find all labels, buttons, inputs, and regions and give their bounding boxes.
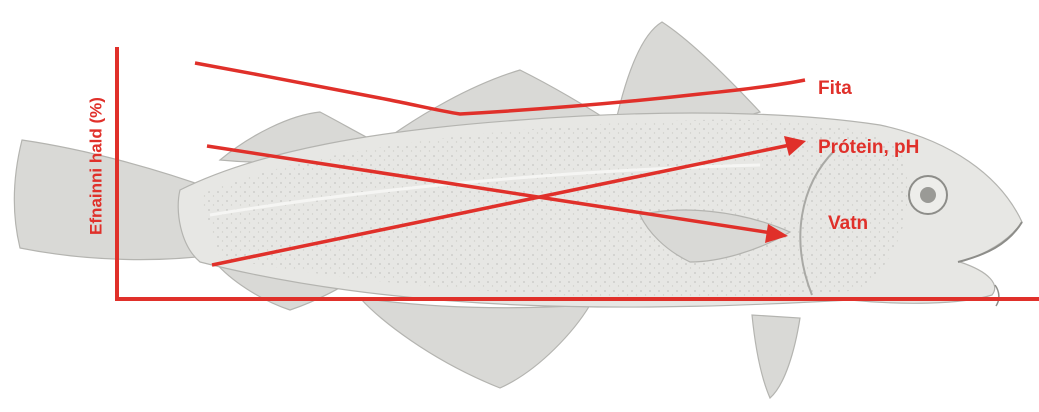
first-dorsal-fin <box>615 22 760 127</box>
anal-fin-front <box>360 298 590 388</box>
fish-barbel <box>995 285 999 306</box>
pelvic-fin <box>752 315 800 398</box>
fish-pupil <box>920 187 936 203</box>
series-label-fita: Fita <box>818 79 852 98</box>
series-label-protein: Prótein, pH <box>818 138 919 157</box>
y-axis-label: Efnainni hald (%) <box>88 97 105 235</box>
series-label-vatn: Vatn <box>828 214 868 233</box>
cod-fish-illustration-icon <box>14 22 1022 398</box>
